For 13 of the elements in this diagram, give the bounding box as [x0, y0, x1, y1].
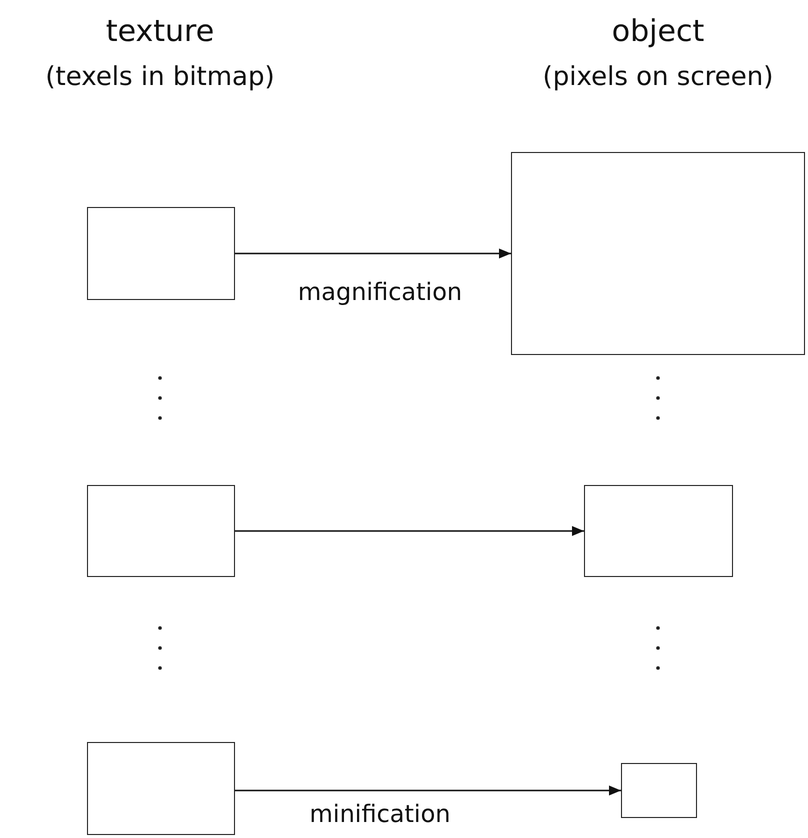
empty-box	[621, 763, 697, 818]
arrow	[235, 786, 621, 796]
empty-box	[87, 207, 235, 300]
empty-box	[511, 152, 805, 355]
empty-box	[87, 485, 235, 577]
column-heading: texture	[106, 14, 214, 49]
column-heading: (texels in bitmap)	[45, 62, 275, 92]
column-heading: object	[612, 14, 704, 49]
arrow	[235, 526, 584, 536]
empty-box	[87, 742, 235, 835]
empty-box	[584, 485, 733, 577]
arrow	[235, 248, 511, 258]
column-heading: (pixels on screen)	[542, 62, 774, 92]
